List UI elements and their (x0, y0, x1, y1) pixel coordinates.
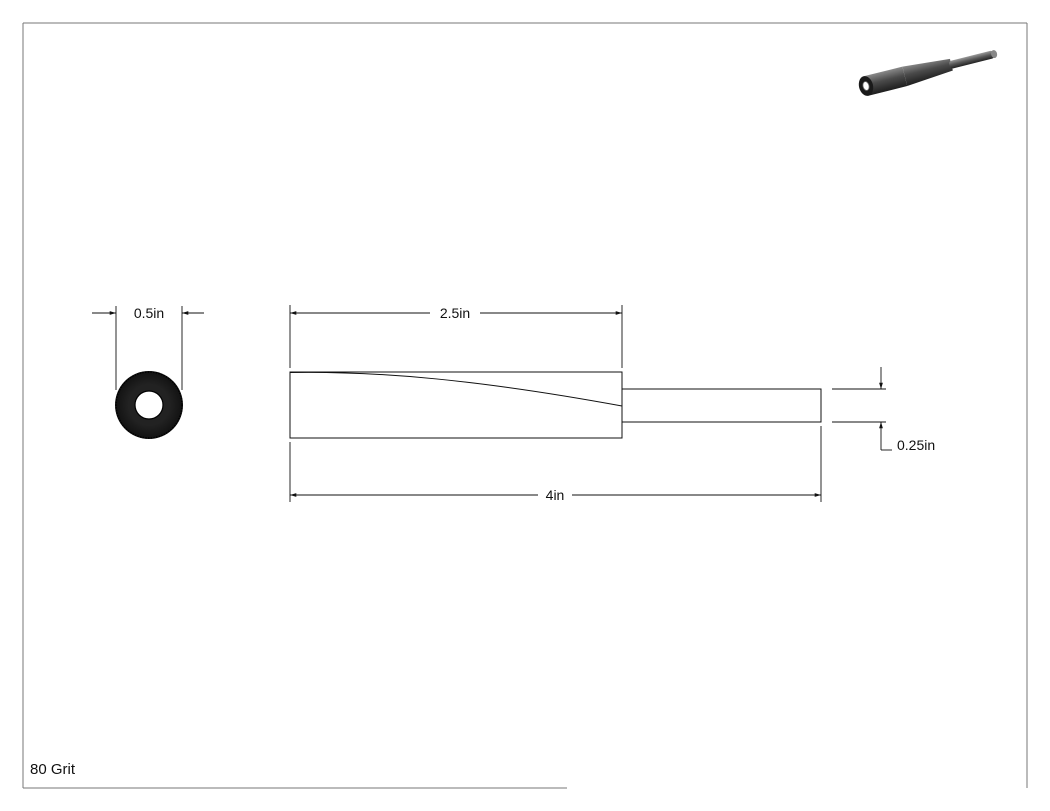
overall-length-dimension (289, 426, 822, 502)
sheet-border (22, 22, 1028, 789)
taper-length-dimension (289, 305, 623, 368)
diameter-label: 0.5in (134, 305, 164, 321)
shank-diameter-dimension (832, 367, 892, 451)
side-view (289, 371, 822, 439)
grit-note: 80 Grit (30, 761, 76, 778)
taper-length-label: 2.5in (440, 305, 470, 321)
overall-length-label: 4in (546, 487, 565, 503)
end-view-ring (115, 371, 183, 439)
shank-diameter-label: 0.25in (897, 437, 935, 453)
diameter-dimension (92, 306, 204, 390)
isometric-view (858, 50, 998, 96)
